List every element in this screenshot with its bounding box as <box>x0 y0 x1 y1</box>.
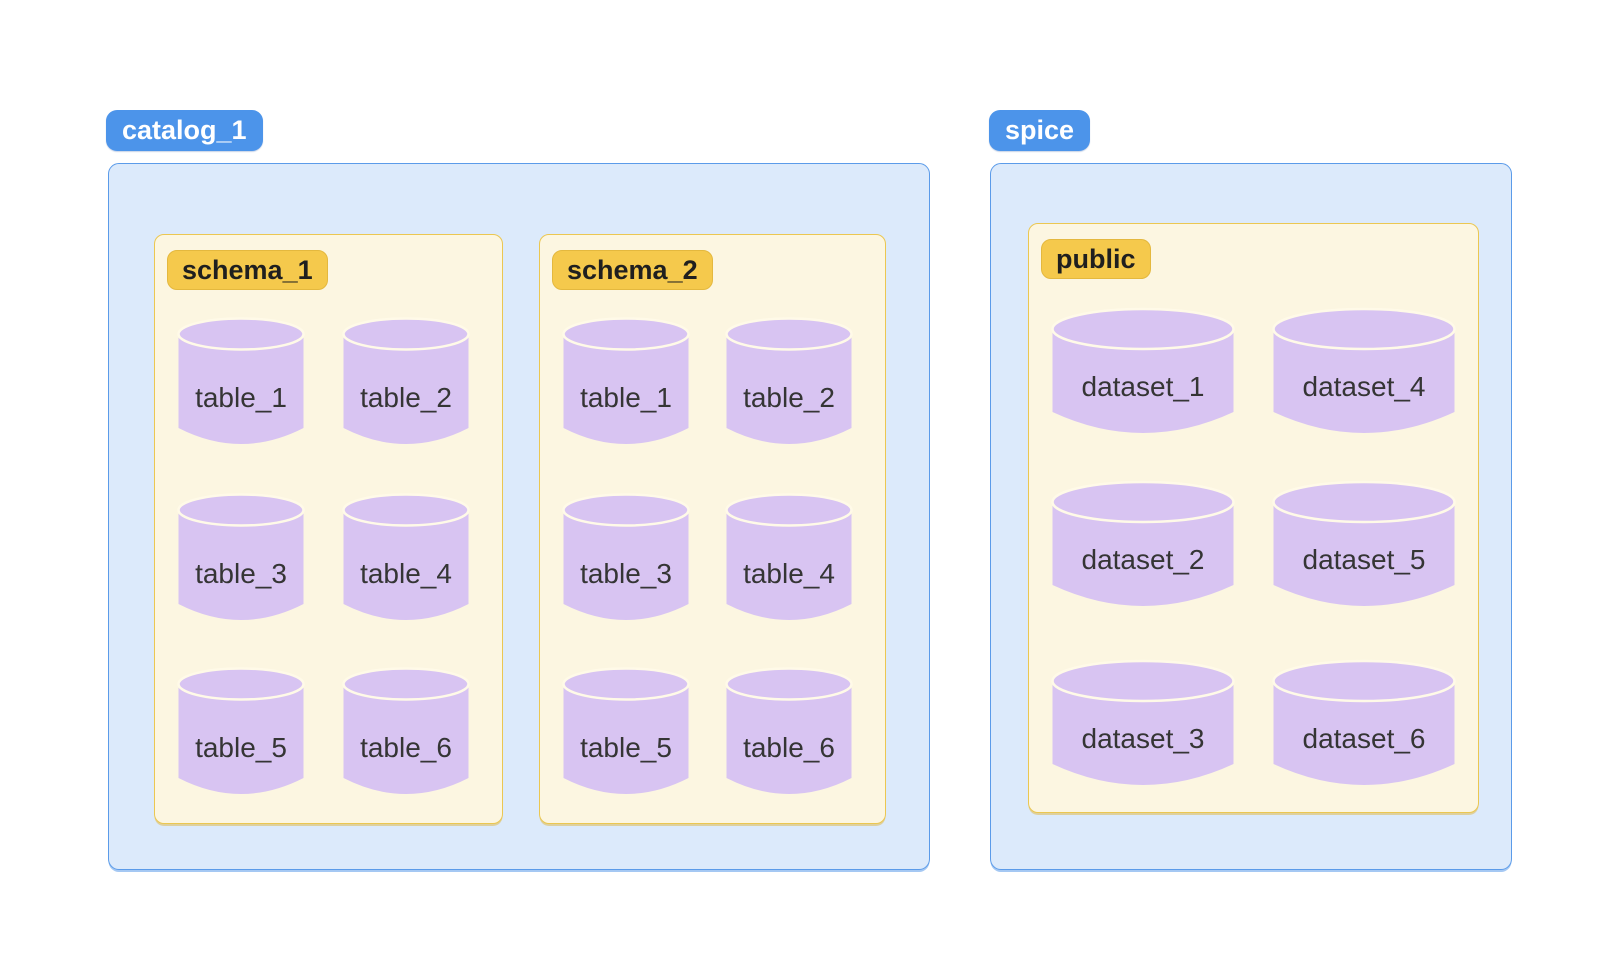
table-label: table_4 <box>743 557 835 589</box>
dataset-label: dataset_1 <box>1081 371 1205 402</box>
catalog-container: schema_1 table_1 table_2 <box>108 163 930 870</box>
schema-box: schema_2 table_1 table_2 <box>539 234 886 824</box>
database-cylinder-icon <box>1272 480 1456 606</box>
schema-badge: schema_1 <box>167 250 328 290</box>
table-cylinder: table_4 <box>725 493 853 621</box>
database-cylinder-icon <box>342 317 470 444</box>
database-cylinder-icon <box>1051 307 1235 433</box>
table-label: table_6 <box>743 731 835 763</box>
database-cylinder-icon <box>1051 659 1235 785</box>
database-cylinder-icon <box>177 667 305 794</box>
catalog-badge: spice <box>989 110 1091 151</box>
dataset-cylinder: dataset_5 <box>1272 480 1456 607</box>
catalog-badge: catalog_1 <box>106 110 263 151</box>
table-label: table_1 <box>195 381 287 413</box>
table-cylinder: table_5 <box>562 667 690 795</box>
table-label: table_2 <box>743 381 835 413</box>
database-cylinder-icon <box>725 493 853 620</box>
database-cylinder-icon <box>725 317 853 444</box>
table-label: table_5 <box>195 731 287 763</box>
table-cylinder: table_6 <box>342 667 470 795</box>
dataset-label: dataset_3 <box>1081 723 1205 754</box>
database-cylinder-icon <box>562 667 690 794</box>
schema-box: public dataset_1 dataset_4 <box>1028 223 1479 813</box>
table-label: table_1 <box>580 381 672 413</box>
schema-box: schema_1 table_1 table_2 <box>154 234 503 824</box>
database-cylinder-icon <box>342 667 470 794</box>
database-cylinder-icon <box>1051 480 1235 606</box>
schema-badge: public <box>1041 239 1151 279</box>
dataset-cylinder: dataset_2 <box>1051 480 1235 607</box>
database-cylinder-icon <box>725 667 853 794</box>
table-cylinder: table_4 <box>342 493 470 621</box>
dataset-label: dataset_2 <box>1081 544 1205 575</box>
table-cylinder: table_6 <box>725 667 853 795</box>
database-cylinder-icon <box>562 493 690 620</box>
table-cylinder: table_2 <box>725 317 853 445</box>
table-cylinder: table_1 <box>562 317 690 445</box>
table-cylinder: table_3 <box>177 493 305 621</box>
database-cylinder-icon <box>562 317 690 444</box>
schema-badge: schema_2 <box>552 250 713 290</box>
table-label: table_4 <box>360 557 452 589</box>
table-cylinder: table_3 <box>562 493 690 621</box>
database-cylinder-icon <box>177 317 305 444</box>
table-label: table_3 <box>195 557 287 589</box>
dataset-cylinder: dataset_3 <box>1051 659 1235 786</box>
catalog-container: public dataset_1 dataset_4 <box>990 163 1512 870</box>
dataset-cylinder: dataset_6 <box>1272 659 1456 786</box>
table-label: table_6 <box>360 731 452 763</box>
database-cylinder-icon <box>177 493 305 620</box>
dataset-cylinder: dataset_4 <box>1272 307 1456 434</box>
dataset-label: dataset_4 <box>1302 371 1426 402</box>
dataset-cylinder: dataset_1 <box>1051 307 1235 434</box>
table-cylinder: table_2 <box>342 317 470 445</box>
database-cylinder-icon <box>342 493 470 620</box>
table-label: table_3 <box>580 557 672 589</box>
table-label: table_2 <box>360 381 452 413</box>
database-cylinder-icon <box>1272 307 1456 433</box>
database-cylinder-icon <box>1272 659 1456 785</box>
table-cylinder: table_1 <box>177 317 305 445</box>
table-cylinder: table_5 <box>177 667 305 795</box>
table-label: table_5 <box>580 731 672 763</box>
dataset-label: dataset_6 <box>1302 723 1426 754</box>
dataset-label: dataset_5 <box>1302 544 1426 575</box>
